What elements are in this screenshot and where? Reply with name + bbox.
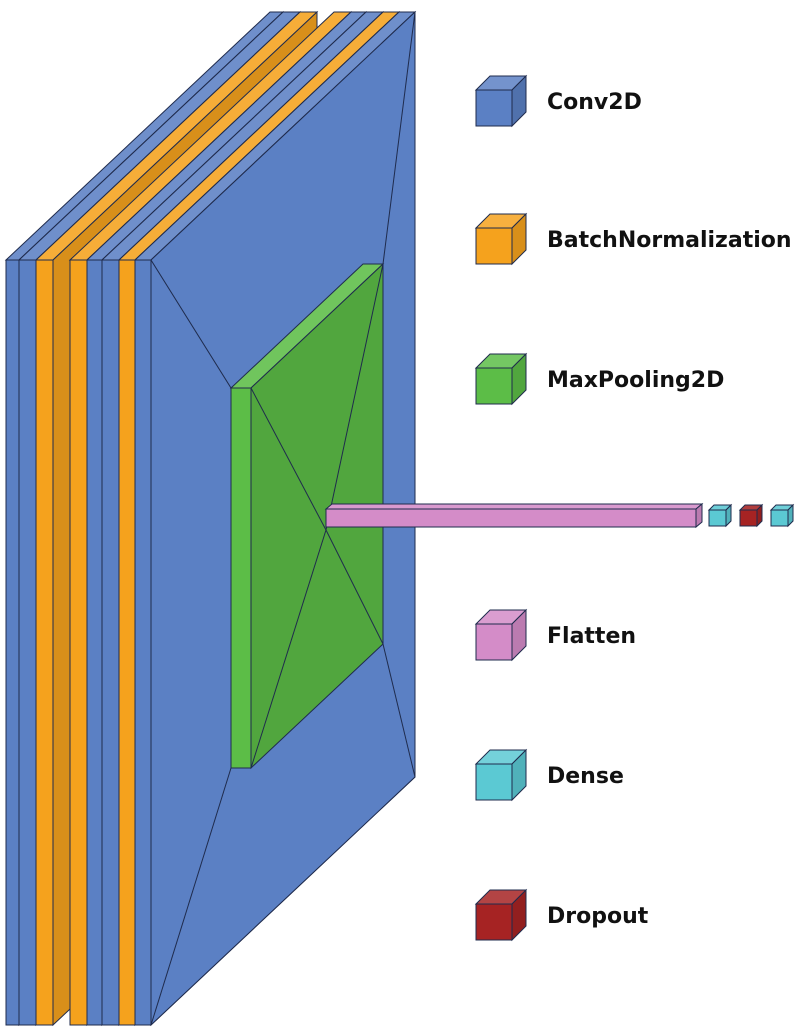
layer-slab-conv2d-front-face [86,259,103,1026]
layer-slab-conv2d-front-face [101,259,120,1026]
layer-slab-batchnormalization-front-face [69,259,88,1026]
layer-dense-front-face [770,509,789,527]
layer-slab-conv2d-front-face [5,259,20,1026]
projection-line [325,263,384,531]
layer-dense-front-face [708,509,727,527]
layer-slab-conv2d-front-face [18,259,37,1026]
projection-line [325,529,384,645]
projection-line [382,643,416,778]
layer-slab-conv2d-front-face [134,259,152,1026]
projection-line [250,387,327,531]
layer-dropout [738,503,764,528]
layer-flatten [324,502,704,529]
layer-slab-batchnormalization-front-face [118,259,136,1026]
projection-line [150,259,232,389]
layer-dense [707,503,733,528]
layer-dropout-front-face [739,509,758,527]
projection-line [382,11,416,265]
projection-line [150,767,232,1026]
layer-dense [769,503,795,528]
layer-slab-batchnormalization-front-face [35,259,54,1026]
projection-lines [150,11,416,1026]
layer-flatten-front-face [325,508,697,528]
layer-maxpooling2d-front-face [230,387,252,769]
projection-line [250,529,327,769]
layer-flatten-top-face [324,503,704,510]
layer-maxpooling2d [229,262,385,770]
